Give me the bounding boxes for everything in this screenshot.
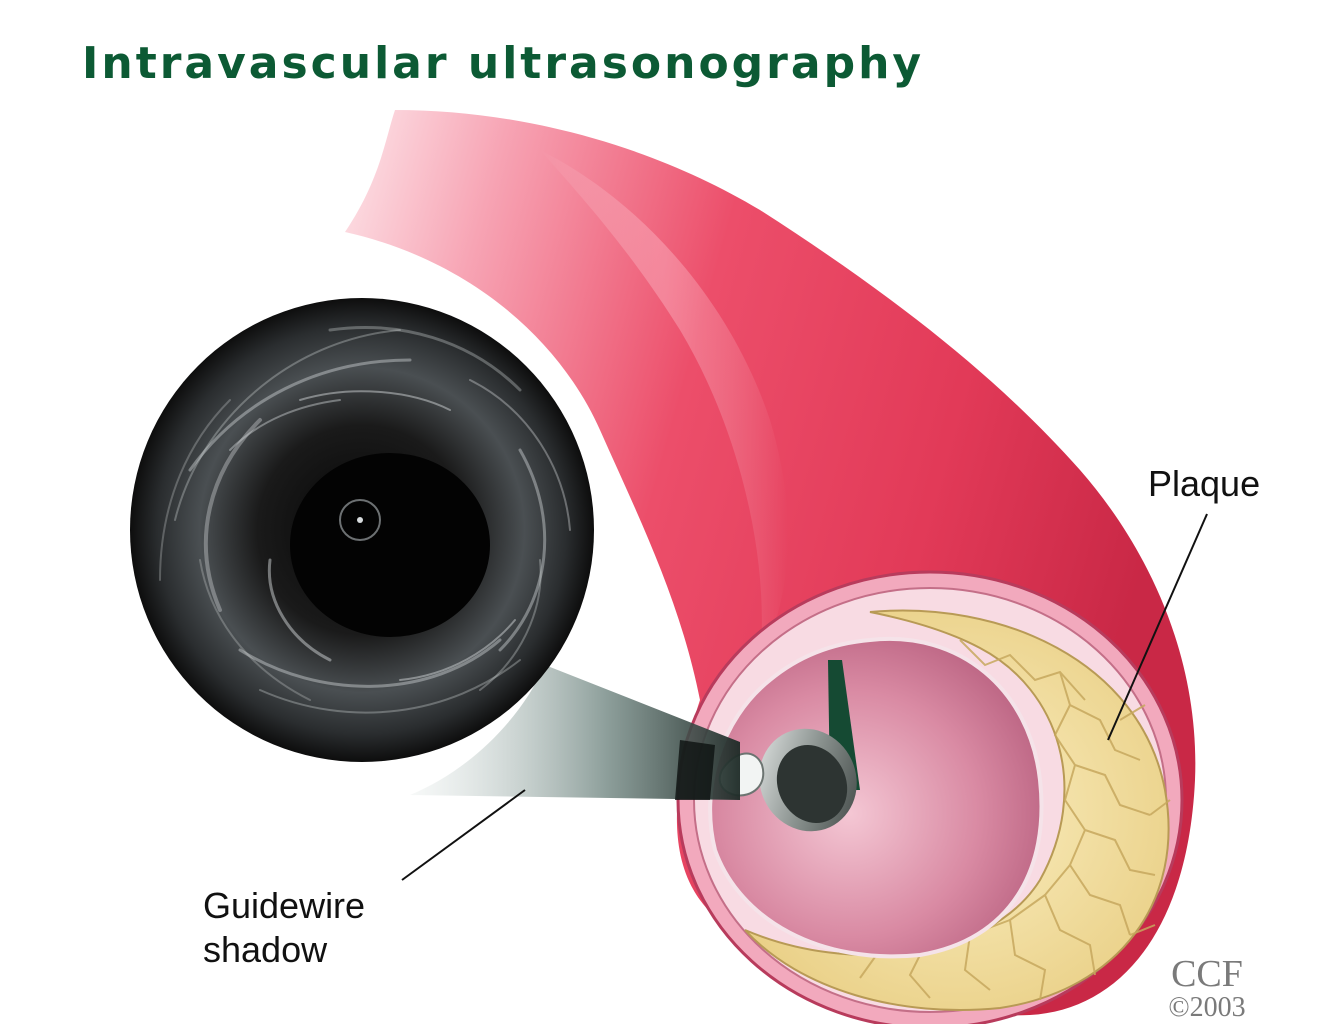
- credit-year: ©2003: [1152, 993, 1262, 1023]
- plaque-label: Plaque: [1148, 462, 1260, 506]
- guidewire-shadow-label: Guidewire shadow: [203, 884, 365, 972]
- vessel-lumen: [710, 639, 1041, 956]
- ivus-lumen: [290, 453, 490, 637]
- copyright-credit: CCF ©2003: [1152, 955, 1262, 1023]
- guidewire-leader-line: [402, 790, 525, 880]
- ivus-catheter-center: [357, 517, 363, 523]
- beam-shadow: [675, 740, 715, 800]
- guidewire-label-line2: shadow: [203, 928, 365, 972]
- diagram-title: Intravascular ultrasonography: [82, 38, 924, 89]
- credit-org: CCF: [1152, 955, 1262, 993]
- guidewire-label-line1: Guidewire: [203, 884, 365, 928]
